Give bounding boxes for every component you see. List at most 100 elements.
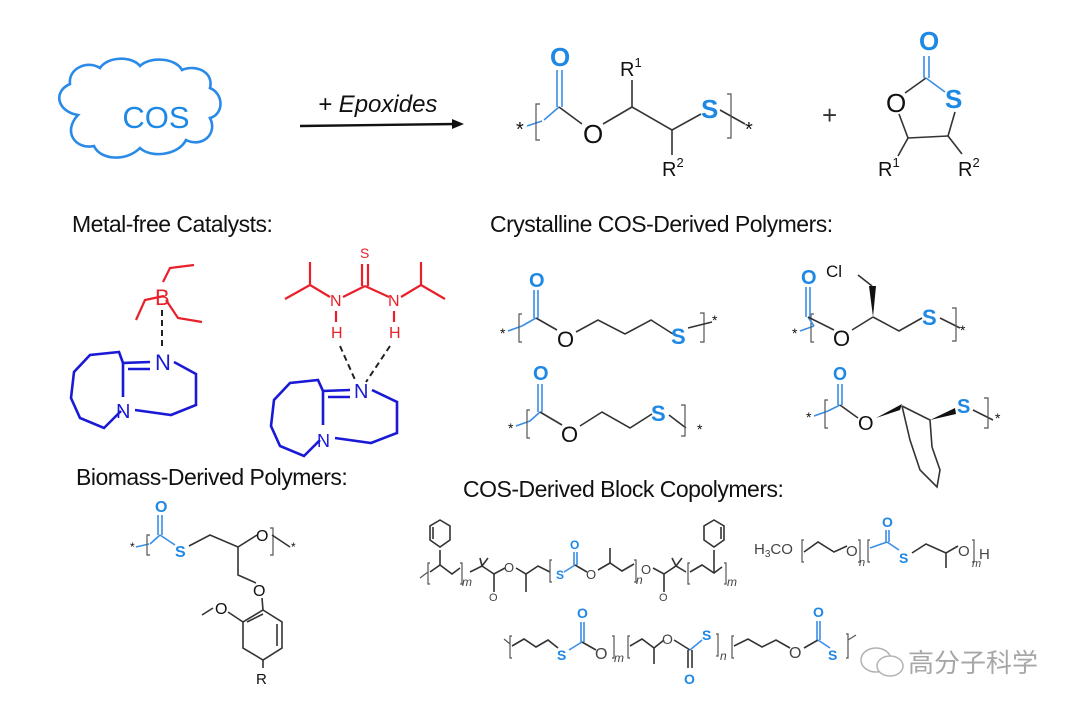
svg-text:n: n <box>720 649 727 663</box>
svg-text:*: * <box>960 322 966 338</box>
catalyst-thiourea-dbu: S N N H H N N <box>269 245 446 458</box>
dbu2-amine-n: N <box>317 431 330 451</box>
cloud-shape <box>58 57 222 159</box>
r1-label: R1 <box>620 55 642 81</box>
block-copolymer-2: H3CO O n O S O m H <box>754 514 990 570</box>
arrow-label: + Epoxides <box>318 91 437 118</box>
svg-text:S: S <box>557 647 566 663</box>
thiourea-sulfur: S <box>360 245 369 261</box>
svg-text:O: O <box>858 413 874 435</box>
dbu-amine-n: N <box>116 401 130 423</box>
svg-text:S: S <box>556 568 564 582</box>
svg-text:O: O <box>529 270 545 292</box>
svg-text:*: * <box>806 409 812 425</box>
svg-text:O: O <box>801 267 817 289</box>
cos-label: COS <box>122 100 189 135</box>
svg-text:m: m <box>462 575 472 589</box>
svg-text:O: O <box>684 671 695 687</box>
svg-text:S: S <box>922 305 937 330</box>
thio-sulfur: S <box>701 94 718 124</box>
svg-text:O: O <box>659 592 668 604</box>
svg-text:S: S <box>651 401 666 426</box>
svg-text:O: O <box>256 528 268 545</box>
thiourea-h-left: H <box>331 325 343 342</box>
svg-text:m: m <box>614 651 624 665</box>
r2-label: R2 <box>662 155 684 181</box>
svg-text:*: * <box>500 325 506 341</box>
crystalline-heading: Crystalline COS-Derived Polymers: <box>490 211 833 237</box>
crystalline-polymer-1: * O O S * <box>500 270 718 352</box>
biomass-polymer: * O S O * O R O <box>130 499 296 688</box>
dbu2-imine-n: N <box>354 381 368 403</box>
plus-sign: + <box>822 100 837 130</box>
svg-text:O: O <box>595 646 607 663</box>
wechat-watermark: 高分子科学 <box>860 647 1038 678</box>
ester-oxygen: O <box>583 119 603 149</box>
svg-text:O: O <box>561 422 578 447</box>
svg-text:O: O <box>533 363 549 385</box>
svg-text:*: * <box>995 410 1001 426</box>
boron-atom: B <box>155 285 170 310</box>
cyclic-r2-label: R2 <box>958 155 980 181</box>
svg-text:*: * <box>712 312 718 328</box>
end-group-right: * <box>745 119 753 141</box>
h3co-label: H3CO <box>754 541 793 560</box>
svg-text:O: O <box>557 327 574 352</box>
thiourea-n-right: N <box>388 293 400 310</box>
dbu-imine-n: N <box>155 350 171 375</box>
end-group-left: * <box>516 119 524 141</box>
block-copolymer-3: S O O m O O S n O O S <box>503 604 857 687</box>
crystalline-polymer-4: * O O S * <box>806 364 1001 489</box>
reaction-arrow: + Epoxides <box>299 91 464 129</box>
block-copolymer-1: m O O S O O n O O m <box>419 519 737 604</box>
svg-text:O: O <box>489 592 498 604</box>
thiourea-n-left: N <box>330 293 342 310</box>
carbonyl-oxygen: O <box>550 42 570 72</box>
cyclic-carbonyl-oxygen: O <box>919 26 939 56</box>
svg-text:O: O <box>155 499 167 516</box>
svg-text:S: S <box>671 324 686 349</box>
svg-text:O: O <box>577 605 588 621</box>
svg-text:*: * <box>508 420 514 436</box>
cyclic-thiocarbonate-product: O O S R1 R2 <box>878 26 980 181</box>
svg-text:S: S <box>899 550 908 566</box>
crystalline-polymer-2: * O O Cl S * <box>792 262 966 351</box>
svg-text:O: O <box>253 583 265 600</box>
biomass-heading: Biomass-Derived Polymers: <box>76 464 347 490</box>
ring-oxygen: O <box>886 88 906 118</box>
ring-sulfur: S <box>945 84 962 114</box>
catalyst-triethylborane-dbu: B N N <box>69 263 203 430</box>
catalysts-heading: Metal-free Catalysts: <box>72 211 272 237</box>
svg-text:m: m <box>727 575 737 589</box>
svg-text:m: m <box>972 558 981 570</box>
svg-text:R: R <box>256 671 267 688</box>
svg-text:O: O <box>570 538 579 552</box>
block-heading: COS-Derived Block Copolymers: <box>463 476 783 502</box>
svg-text:O: O <box>662 631 673 647</box>
cyclic-r1-label: R1 <box>878 155 900 181</box>
cos-cloud: COS <box>58 57 222 159</box>
svg-text:O: O <box>882 514 893 530</box>
svg-text:O: O <box>641 562 651 577</box>
svg-text:O: O <box>586 567 596 582</box>
svg-text:O: O <box>833 326 850 351</box>
svg-text:n: n <box>859 557 865 569</box>
svg-text:*: * <box>291 540 296 554</box>
svg-text:S: S <box>828 647 837 663</box>
watermark-text: 高分子科学 <box>908 648 1038 678</box>
svg-text:O: O <box>504 560 514 575</box>
svg-text:S: S <box>957 396 970 418</box>
svg-text:O: O <box>833 364 847 384</box>
crystalline-polymer-3: * O O S * <box>508 363 703 447</box>
svg-text:*: * <box>130 540 135 554</box>
svg-text:Cl: Cl <box>826 262 842 281</box>
svg-text:O: O <box>958 543 970 560</box>
svg-text:n: n <box>636 573 643 587</box>
svg-text:*: * <box>697 421 703 437</box>
svg-text:O: O <box>789 645 801 662</box>
svg-text:S: S <box>702 627 711 643</box>
svg-text:S: S <box>175 544 186 561</box>
polythiocarbonate-product: * O O R1 R2 S * <box>516 42 753 181</box>
svg-text:*: * <box>792 325 798 341</box>
svg-text:O: O <box>215 601 227 618</box>
